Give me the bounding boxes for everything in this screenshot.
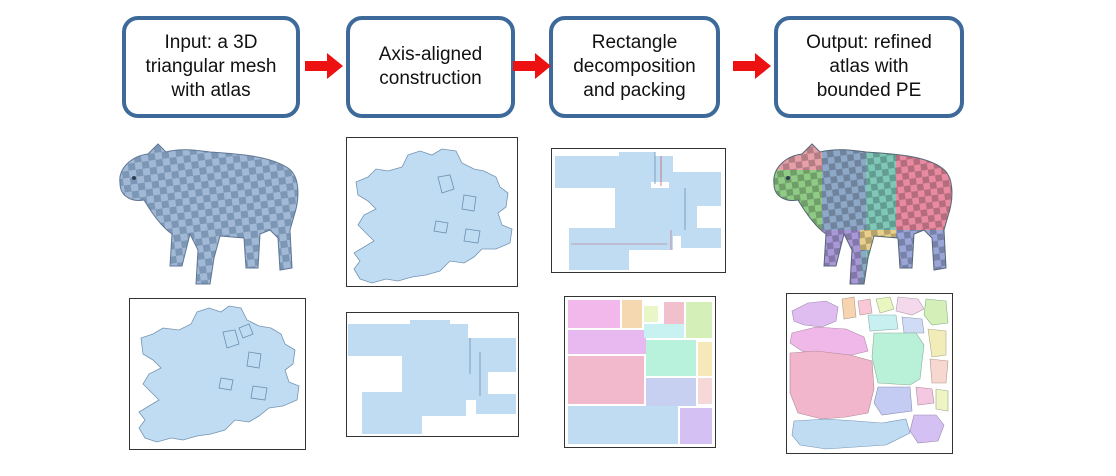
right-arrow-icon — [733, 53, 771, 79]
step-output-label: Output: refined atlas with bounded PE — [806, 32, 932, 101]
axis-aligned-chart-frame — [346, 137, 518, 287]
step-input-label: Input: a 3D triangular mesh with atlas — [145, 32, 277, 101]
output-atlas-frame — [786, 293, 953, 454]
right-arrow-icon — [305, 53, 343, 79]
step-rectangle-label: Rectangle decomposition and packing — [573, 32, 696, 101]
step-axis-aligned-label: Axis-aligned construction — [378, 44, 483, 89]
step-axis-aligned-box: Axis-aligned construction — [346, 16, 515, 118]
step-output-box: Output: refined atlas with bounded PE — [774, 16, 964, 118]
step-input-box: Input: a 3D triangular mesh with atlas — [122, 16, 300, 118]
input-atlas-frame — [129, 298, 306, 450]
step-rectangle-box: Rectangle decomposition and packing — [549, 16, 720, 118]
axis-aligned-rect-frame — [346, 312, 519, 437]
input-mesh-image — [110, 138, 310, 286]
cow-mesh-icon — [119, 143, 299, 285]
right-arrow-icon — [513, 53, 551, 79]
cow-mesh-colored-icon — [773, 143, 953, 285]
packed-rectangles-frame — [564, 296, 716, 448]
output-mesh-image — [766, 140, 962, 286]
rectangle-decomposition-frame — [551, 148, 726, 273]
